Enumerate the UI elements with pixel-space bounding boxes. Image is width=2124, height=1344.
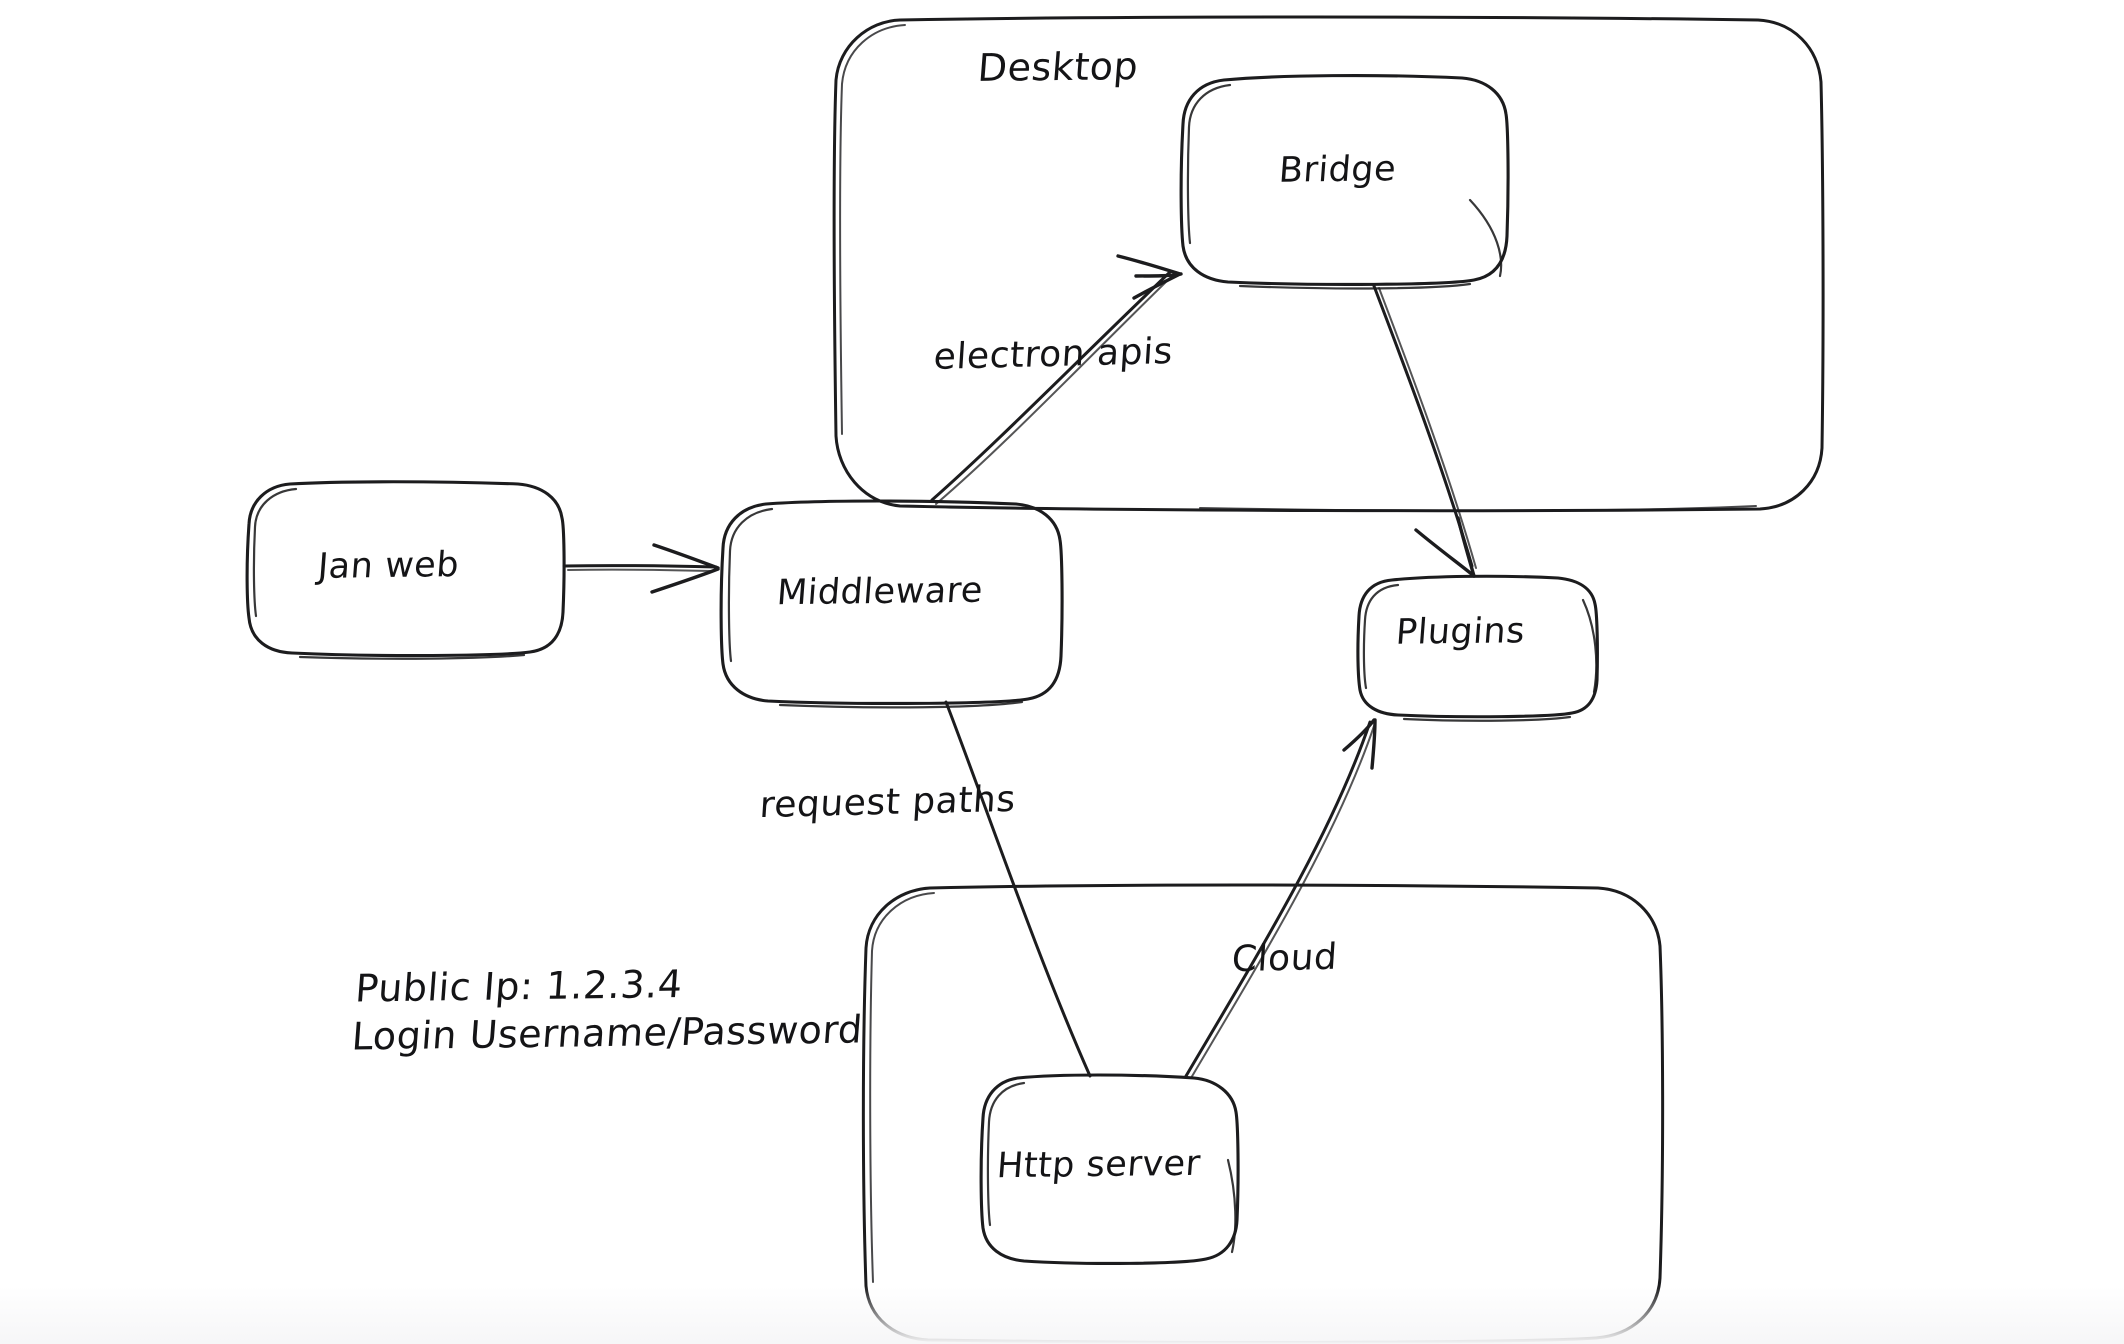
- note-connection-info: Public Ip: 1.2.3.4 Login Username/Passwo…: [350, 958, 868, 1060]
- edge-bridge-to-plugins: [1372, 284, 1477, 578]
- edge-label-cloud: Cloud: [1230, 936, 1339, 981]
- edge-label-electron-apis: electron apis: [932, 331, 1175, 378]
- node-jan-web-outline: [245, 480, 566, 660]
- node-label-http-server: Http server: [995, 1143, 1203, 1187]
- node-label-middleware: Middleware: [775, 570, 985, 614]
- edge-janweb-to-middleware: [562, 543, 720, 594]
- note-public-ip: Public Ip: 1.2.3.4: [353, 962, 685, 1011]
- edge-label-request-paths: request paths: [758, 778, 1017, 827]
- edge-middleware-to-bridge: [930, 254, 1183, 505]
- edge-http-to-plugins: [1184, 718, 1377, 1079]
- node-plugins-outline: [1356, 574, 1599, 722]
- edge-middleware-to-http: [944, 700, 1092, 1078]
- note-login: Login Username/Password: [350, 1006, 865, 1059]
- group-label-desktop: Desktop: [976, 44, 1140, 90]
- node-http-server-outline: [979, 1073, 1240, 1266]
- group-desktop-outline: [832, 15, 1825, 513]
- node-label-bridge: Bridge: [1277, 149, 1398, 191]
- node-label-jan-web: Jan web: [316, 545, 461, 587]
- node-label-plugins: Plugins: [1394, 611, 1527, 653]
- node-middleware-outline: [719, 499, 1064, 709]
